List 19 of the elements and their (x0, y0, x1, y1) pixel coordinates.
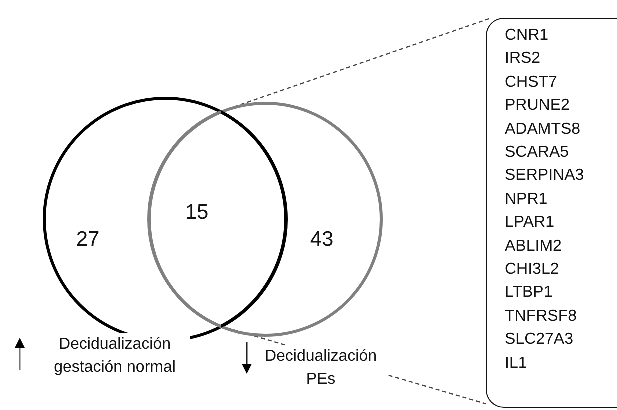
gene-name: SERPINA3 (505, 166, 586, 186)
gene-name: CNR1 (505, 26, 550, 46)
gene-name: CHST7 (505, 72, 558, 93)
count-label: 27 (76, 228, 100, 252)
gene-name: CHI3L2 (505, 260, 560, 280)
gene-name: SLC27A3 (505, 330, 574, 350)
gene-name: LTBP1 (505, 283, 554, 304)
gene-name: ADAMTS8 (505, 120, 582, 140)
gene-name: TNFRSF8 (505, 306, 578, 327)
count-label: 43 (310, 228, 334, 252)
gene-name: NPR1 (505, 190, 549, 210)
gene-name: SCARA5 (505, 143, 570, 164)
gene-name: IRS2 (505, 49, 542, 70)
count-label: 15 (185, 200, 209, 225)
gene-name: LPAR1 (505, 213, 556, 234)
gene-list-box (486, 18, 617, 408)
gene-name: PRUNE2 (505, 96, 571, 116)
gene-name: IL1 (505, 354, 528, 374)
gene-name: ABLIM2 (505, 236, 563, 257)
